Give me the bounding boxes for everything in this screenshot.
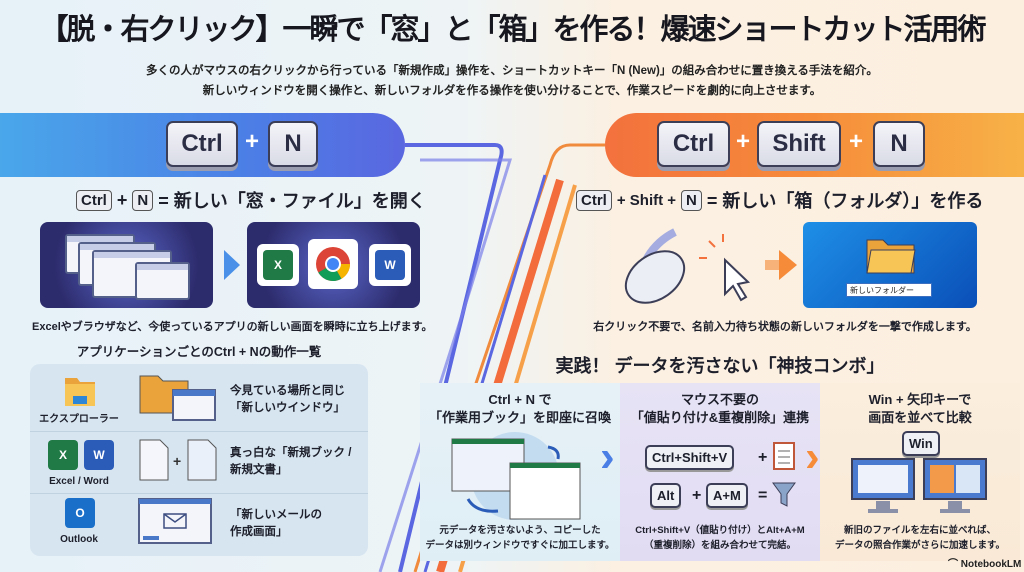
plus-sign: +	[849, 128, 864, 155]
app-row-explorer: エクスプローラー 今見ている場所と同じ「新しいウインドウ」	[30, 370, 368, 432]
app-desc: 真っ白な「新規ブック /新規文書」	[230, 447, 352, 476]
excel-icon: X	[257, 244, 299, 286]
folder-icon	[866, 239, 916, 274]
ctrl-n-banner: Ctrl + N	[0, 113, 405, 177]
page-title: 【脱・右クリック】一瞬で「窓」と「箱」を作る！爆速ショートカット活用術	[39, 14, 986, 46]
plus-sign: +	[116, 189, 128, 210]
blank-documents-icon: +	[139, 439, 217, 481]
key-ctrl: Ctrl	[166, 121, 238, 167]
notebooklm-logo-icon: ⌒	[948, 559, 961, 570]
clipboard-icon	[773, 442, 795, 470]
right-formula: Ctrl + Shift + N = 新しい「箱（フォルダ）」を作る	[576, 187, 983, 213]
app-name: Excel / Word	[49, 476, 109, 487]
combo-panel-snap-windows: Win + 矢印キーで画面を並べて比較 Win 新旧のファイルを左右に並べれば、…	[820, 383, 1020, 561]
equals-sign: =	[758, 487, 768, 504]
app-desc: 今見ている場所と同じ「新しいウインドウ」	[230, 385, 345, 414]
key-n: N	[873, 121, 925, 167]
right-caption: 右クリック不要で、名前入力待ち状態の新しいフォルダを一撃で作成します。	[593, 321, 977, 333]
key-a-m: A+M	[706, 483, 748, 508]
word-icon: W	[84, 440, 114, 470]
app-row-excel-word: X W Excel / Word + 真っ白な「新規ブック /新規文書」	[30, 432, 368, 494]
plus-sign: +	[736, 128, 751, 155]
small-key-ctrl: Ctrl	[576, 189, 612, 211]
desktop-new-folder-illustration: 新しいフォルダー	[803, 222, 977, 308]
ctrl-shift-n-banner: Ctrl + Shift + N	[605, 113, 1024, 177]
formula-result: = 新しい「窓・ファイル」を開く	[158, 191, 426, 211]
app-name: Outlook	[60, 534, 98, 545]
left-caption: Excelやブラウザなど、今使っているアプリの新しい画面を瞬時に立ち上げます。	[32, 321, 433, 333]
file-explorer-icon	[65, 378, 95, 406]
app-name: エクスプローラー	[39, 414, 119, 425]
folder-name-input[interactable]: 新しいフォルダー	[846, 283, 932, 297]
excel-icon: X	[48, 440, 78, 470]
left-formula: Ctrl + N = 新しい「窓・ファイル」を開く	[76, 187, 426, 213]
key-ctrl: Ctrl	[657, 121, 730, 167]
brand-label: NotebookLM	[960, 559, 1022, 570]
notebooklm-brand: ⌒ NotebookLM	[948, 559, 1021, 571]
arrow-right-icon	[765, 250, 797, 280]
multiple-windows-illustration	[40, 222, 213, 308]
key-win: Win	[902, 431, 940, 456]
folder-window-icon	[139, 375, 216, 421]
key-n: N	[268, 121, 318, 167]
combo-panel-paste-dedupe: マウス不要の「値貼り付け&重複削除」連携 Ctrl+Shift+V + Alt …	[620, 383, 820, 561]
combo-title: 実践！ データを汚さない「神技コンボ」	[555, 356, 885, 376]
chevron-right-icon: ›	[805, 432, 820, 481]
plus-sign: +	[692, 487, 702, 504]
formula-shift: + Shift +	[616, 191, 677, 209]
word-icon: W	[369, 244, 411, 286]
app-row-outlook: O Outlook 「新しいメールの作成画面」	[30, 494, 368, 556]
small-key-n: N	[132, 189, 154, 211]
small-key-n: N	[681, 189, 702, 211]
formula-result: = 新しい「箱（フォルダ）」を作る	[706, 191, 984, 211]
svg-text:+: +	[173, 453, 181, 469]
key-shift: Shift	[757, 121, 841, 167]
side-by-side-monitors-icon	[851, 458, 987, 513]
key-alt: Alt	[650, 483, 682, 508]
key-ctrl-shift-v: Ctrl+Shift+V	[645, 445, 735, 470]
app-list-title: アプリケーションごとのCtrl + Nの動作一覧	[76, 345, 322, 359]
plus-sign: +	[758, 449, 768, 466]
filter-funnel-icon	[772, 482, 796, 507]
combo-panel-work-book: Ctrl + N で「作業用ブック」を即座に召喚 元データを汚さないよう、コピー…	[420, 383, 620, 561]
arrow-right-icon	[224, 250, 240, 280]
subtitle-line-1: 多くの人がマウスの右クリックから行っている「新規作成」操作を、ショートカットキー…	[146, 65, 878, 77]
outlook-icon: O	[65, 498, 95, 528]
subtitle-line-2: 新しいウィンドウを開く操作と、新しいフォルダを作る操作を使い分けることで、作業ス…	[202, 85, 822, 97]
small-key-ctrl: Ctrl	[76, 189, 112, 211]
chevron-right-icon: ›	[600, 432, 615, 481]
spreadsheet-copy-illustration	[451, 432, 581, 520]
app-list-table: エクスプローラー 今見ている場所と同じ「新しいウインドウ」 X W Excel …	[30, 364, 368, 556]
app-desc: 「新しいメールの作成画面」	[230, 509, 322, 538]
plus-sign: +	[245, 128, 260, 155]
app-icons-illustration: X W	[247, 222, 420, 308]
new-mail-window-icon	[138, 498, 212, 544]
mouse-cursor-illustration	[624, 228, 750, 304]
chrome-icon	[308, 239, 358, 289]
